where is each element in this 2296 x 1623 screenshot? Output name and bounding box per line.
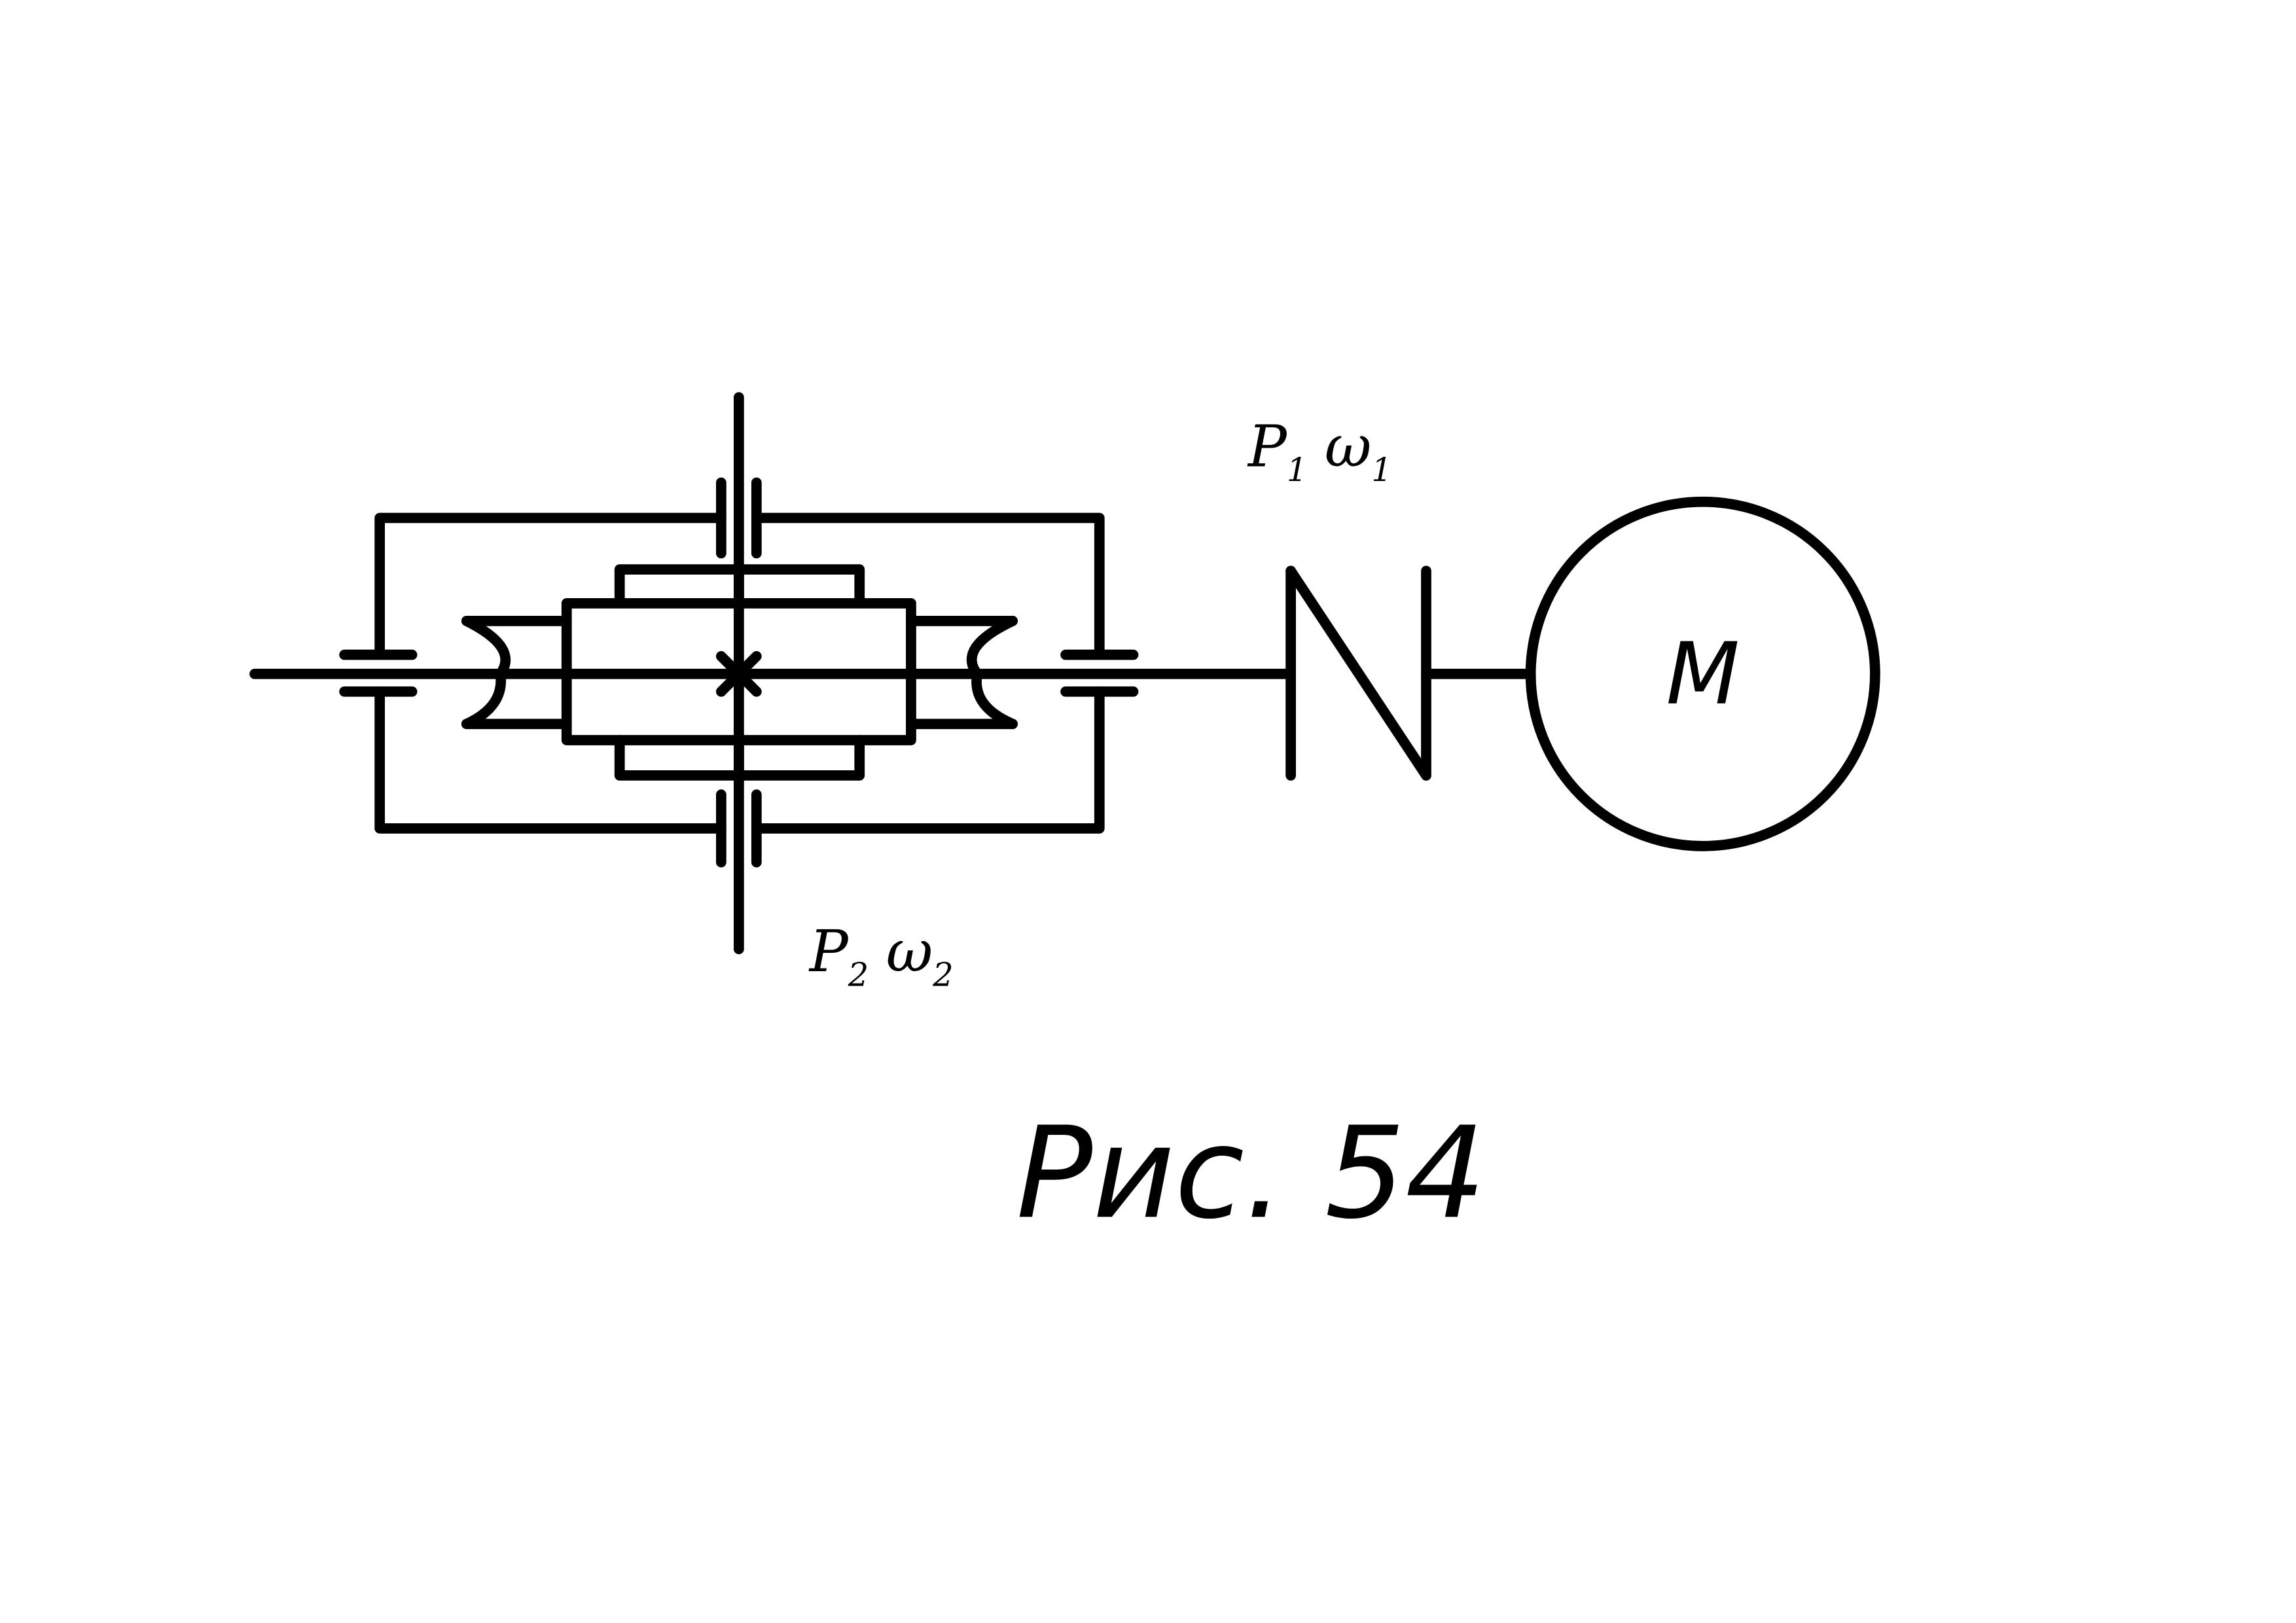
worm-left-end (461, 615, 572, 730)
bearing-top (716, 477, 762, 559)
worm-right-end (906, 615, 1018, 730)
input-power-subscript: 1 (1287, 451, 1307, 489)
output-power-subscript: 2 (848, 955, 869, 993)
input-label: P1 ω1 (1247, 414, 1392, 489)
svg-text:P2: P2 (808, 918, 869, 993)
output-label: P2 ω2 (808, 918, 954, 993)
bearing-left (339, 649, 418, 697)
output-speed-symbol: ω (886, 918, 933, 985)
bearing-right (1060, 649, 1139, 697)
worm-wheel (561, 564, 916, 781)
svg-text:P1: P1 (1247, 414, 1307, 489)
figure-caption: Рис. 54 (1016, 1099, 1486, 1247)
input-speed-symbol: ω (1325, 414, 1372, 480)
coupling (1285, 565, 1536, 781)
svg-text:ω1: ω1 (1325, 414, 1392, 489)
motor-label: M (1666, 624, 1740, 724)
bearing-bottom (716, 789, 762, 868)
motor: M (1525, 496, 1880, 851)
output-speed-subscript: 2 (932, 955, 953, 993)
output-power-symbol: P (808, 918, 850, 985)
svg-text:ω2: ω2 (886, 918, 954, 993)
input-power-symbol: P (1247, 414, 1288, 480)
input-speed-subscript: 1 (1371, 451, 1391, 489)
gearbox-housing (374, 512, 1105, 834)
